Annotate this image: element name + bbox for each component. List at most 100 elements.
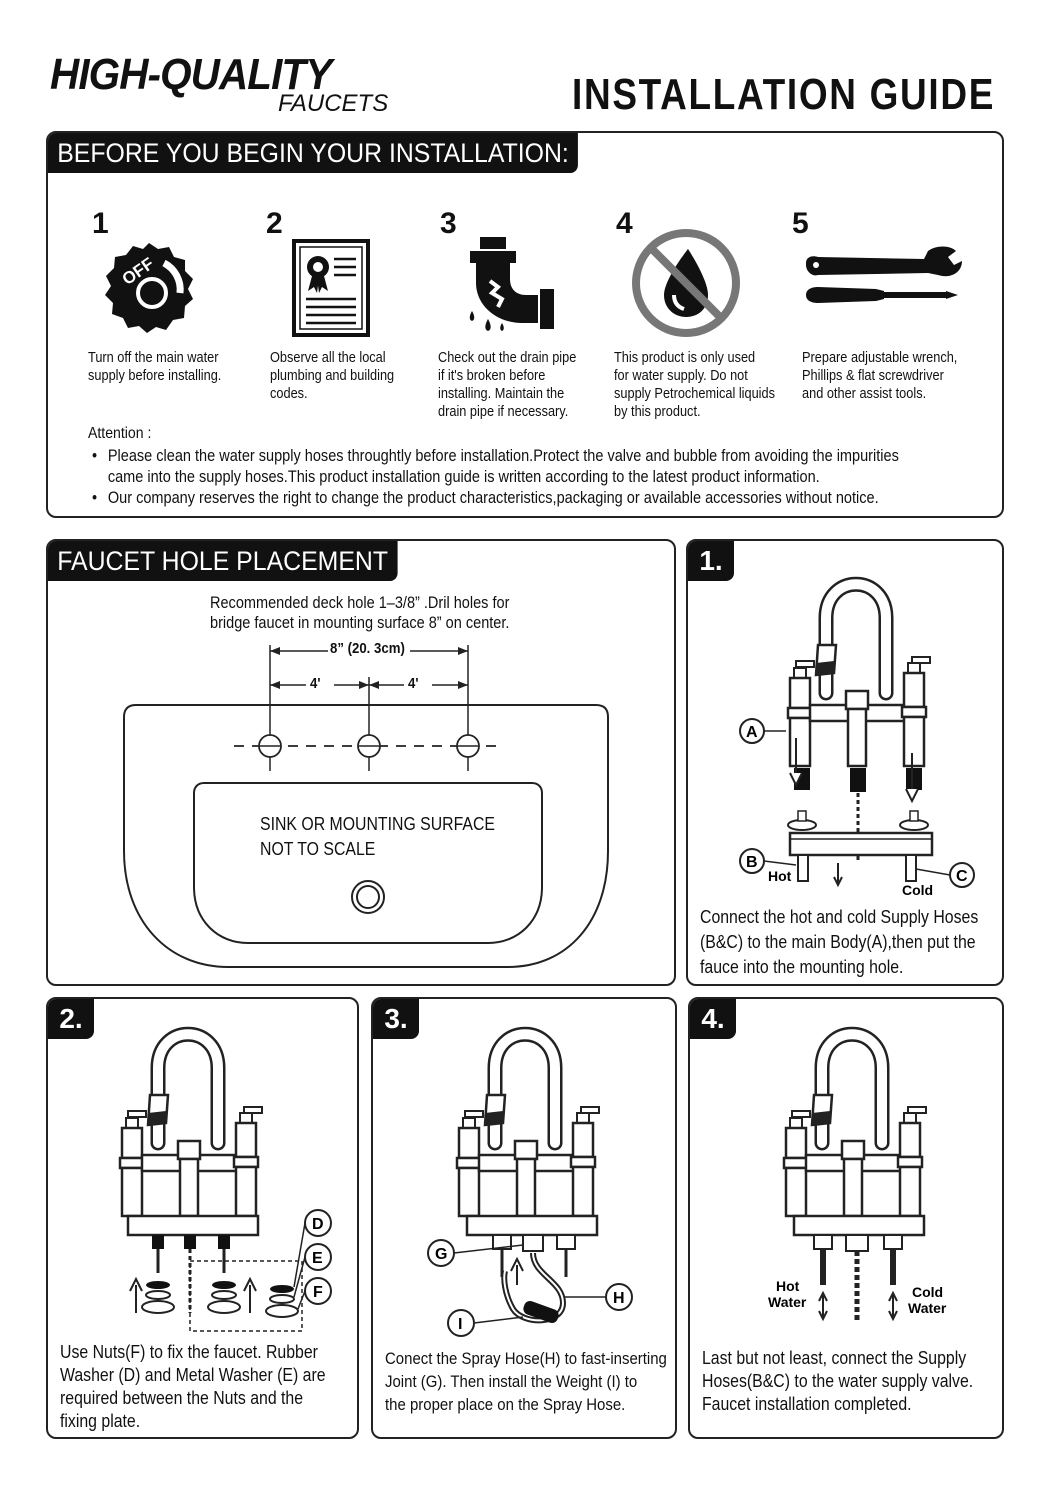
bullet-1-line: came into the supply hoses.This product … bbox=[107, 468, 820, 486]
bullet-2-line: Our company reserves the right to change… bbox=[107, 489, 879, 507]
off-knob-icon: OFF bbox=[105, 243, 193, 333]
placement-note-line: Recommended deck hole 1–3/8” .Dril holes… bbox=[210, 594, 510, 612]
step-1-caption-line: Connect the hot and cold Supply Hoses bbox=[700, 907, 979, 927]
step-1-line: Turn off the main water bbox=[88, 350, 219, 366]
step-5-line: Prepare adjustable wrench, bbox=[802, 350, 958, 366]
supply-connection-illustration: Hot Water Cold Water bbox=[768, 1013, 947, 1323]
sink-diagram bbox=[123, 645, 609, 968]
before-heading: BEFORE YOU BEGIN YOUR INSTALLATION: bbox=[48, 133, 579, 173]
step-4-caption-line: Hoses(B&C) to the water supply valve. bbox=[702, 1371, 974, 1391]
no-liquid-icon bbox=[632, 229, 740, 337]
faucet-exploded-illustration: A B C Hot Cold bbox=[739, 563, 975, 898]
step-2-caption-line: Use Nuts(F) to fix the faucet. Rubber bbox=[60, 1342, 318, 1362]
step-2-panel: 2. D E F Use Nuts(F) to f bbox=[46, 997, 359, 1439]
step-1-line: supply before installing. bbox=[88, 368, 222, 384]
wrench-screwdriver-icon bbox=[806, 246, 962, 303]
brand-line1: HIGH-QUALITY bbox=[50, 50, 332, 99]
label-b: B bbox=[746, 854, 758, 871]
step-5-text: Prepare adjustable wrench, Phillips & fl… bbox=[802, 349, 957, 403]
sink-label-line: SINK OR MOUNTING SURFACE bbox=[260, 814, 495, 834]
sink-label-line: NOT TO SCALE bbox=[260, 839, 376, 859]
step-number-1: 1 bbox=[92, 207, 109, 240]
step-number-5: 5 bbox=[792, 207, 809, 240]
step-3-line: drain pipe if necessary. bbox=[438, 404, 569, 420]
step-number-2: 2 bbox=[266, 207, 283, 240]
hole-placement-panel: FAUCET HOLE PLACEMENT Recommended deck h… bbox=[46, 539, 676, 986]
step-3-number: 3. bbox=[373, 999, 419, 1039]
dim-left-label: 4' bbox=[310, 675, 321, 692]
bullet-dot-icon: • bbox=[92, 489, 98, 507]
page-title: INSTALLATION GUIDE bbox=[572, 70, 996, 119]
spray-hose-illustration: G H I bbox=[427, 1013, 633, 1337]
step-2-line: Observe all the local bbox=[270, 350, 386, 366]
step-1-panel: 1. A B C Hot Cold bbox=[686, 539, 1004, 986]
label-g: G bbox=[435, 1246, 447, 1263]
bullet-2: • Our company reserves the right to chan… bbox=[92, 488, 899, 509]
bullet-1-line: Please clean the water supply hoses thro… bbox=[107, 447, 899, 465]
step-3-caption: Conect the Spray Hose(H) to fast-inserti… bbox=[385, 1347, 667, 1416]
label-d: D bbox=[312, 1216, 324, 1233]
step-4-number: 4. bbox=[690, 999, 736, 1039]
label-e: E bbox=[312, 1250, 323, 1267]
broken-drain-pipe-icon bbox=[469, 237, 554, 331]
step-1-text: Turn off the main water supply before in… bbox=[88, 349, 221, 385]
sink-label: SINK OR MOUNTING SURFACE NOT TO SCALE bbox=[260, 812, 495, 862]
step-3-panel: 3. G H I Conect the Spray Hose(H) to fas… bbox=[371, 997, 677, 1439]
step-5-line: and other assist tools. bbox=[802, 386, 927, 402]
step-number-3: 3 bbox=[440, 207, 457, 240]
dim-right-label: 4' bbox=[408, 675, 419, 692]
faucet-nuts-illustration: D E F bbox=[78, 1013, 332, 1332]
attention-label: Attention : bbox=[88, 425, 152, 442]
before-you-begin-panel: BEFORE YOU BEGIN YOUR INSTALLATION: 1 2 … bbox=[46, 131, 1004, 518]
step-3-line: installing. Maintain the bbox=[438, 386, 565, 402]
cold-label: Cold bbox=[902, 882, 933, 898]
label-a: A bbox=[746, 724, 758, 741]
step-4-panel: 4. Hot Water Cold Water Last but not lea… bbox=[688, 997, 1004, 1439]
brand-logo: HIGH-QUALITY FAUCETS bbox=[50, 50, 430, 120]
label-h: H bbox=[613, 1290, 625, 1307]
step-2-line: plumbing and building bbox=[270, 368, 395, 384]
label-i: I bbox=[458, 1316, 462, 1333]
bullet-1: • Please clean the water supply hoses th… bbox=[92, 446, 899, 488]
step-2-number: 2. bbox=[48, 999, 94, 1039]
step-2-line: codes. bbox=[270, 386, 308, 402]
step-2-caption-line: required between the Nuts and the bbox=[60, 1388, 304, 1408]
step-3-line: Check out the drain pipe bbox=[438, 350, 577, 366]
step-1-caption: Connect the hot and cold Supply Hoses (B… bbox=[700, 905, 978, 980]
cold-water-label-line1: Cold bbox=[912, 1284, 943, 1300]
step-4-line: by this product. bbox=[614, 404, 701, 420]
step-3-line: if it's broken before bbox=[438, 368, 546, 384]
step-3-caption-line: Conect the Spray Hose(H) to fast-inserti… bbox=[385, 1349, 667, 1368]
step-3-caption-line: Joint (G). Then install the Weight (I) t… bbox=[385, 1372, 638, 1391]
bullet-dot-icon: • bbox=[92, 447, 98, 465]
step-3-text: Check out the drain pipe if it's broken … bbox=[438, 349, 576, 421]
hot-water-label-line2: Water bbox=[768, 1294, 807, 1310]
step-1-number: 1. bbox=[688, 541, 734, 581]
step-2-caption-line: Washer (D) and Metal Washer (E) are bbox=[60, 1365, 326, 1385]
step-4-caption-line: Faucet installation completed. bbox=[702, 1394, 912, 1414]
step-4-text: This product is only used for water supp… bbox=[614, 349, 775, 421]
step-1-caption-line: fauce into the mounting hole. bbox=[700, 957, 904, 977]
step-4-line: supply Petrochemical liquids bbox=[614, 386, 775, 402]
hot-water-label-line1: Hot bbox=[776, 1278, 800, 1294]
placement-heading: FAUCET HOLE PLACEMENT bbox=[48, 541, 398, 581]
step-1-caption-line: (B&C) to the main Body(A),then put the bbox=[700, 932, 976, 952]
brand-line2: FAUCETS bbox=[278, 90, 389, 117]
dim-total-label: 8” (20. 3cm) bbox=[330, 640, 405, 657]
hot-label: Hot bbox=[768, 868, 792, 884]
step-4-line: This product is only used bbox=[614, 350, 756, 366]
step-4-caption-line: Last but not least, connect the Supply bbox=[702, 1348, 967, 1368]
step-number-4: 4 bbox=[616, 207, 633, 240]
certificate-icon bbox=[292, 239, 370, 337]
step-4-caption: Last but not least, connect the Supply H… bbox=[702, 1347, 973, 1416]
label-c: C bbox=[956, 868, 968, 885]
placement-note: Recommended deck hole 1–3/8” .Dril holes… bbox=[210, 593, 509, 633]
step-3-caption-line: the proper place on the Spray Hose. bbox=[385, 1395, 626, 1414]
label-f: F bbox=[313, 1284, 323, 1301]
cold-water-label-line2: Water bbox=[908, 1300, 947, 1316]
attention-bullets: • Please clean the water supply hoses th… bbox=[92, 446, 899, 509]
placement-note-line: bridge faucet in mounting surface 8” on … bbox=[210, 614, 510, 632]
step-2-caption: Use Nuts(F) to fix the faucet. Rubber Wa… bbox=[60, 1341, 326, 1433]
step-2-caption-line: fixing plate. bbox=[60, 1411, 141, 1431]
step-5-line: Phillips & flat screwdriver bbox=[802, 368, 944, 384]
